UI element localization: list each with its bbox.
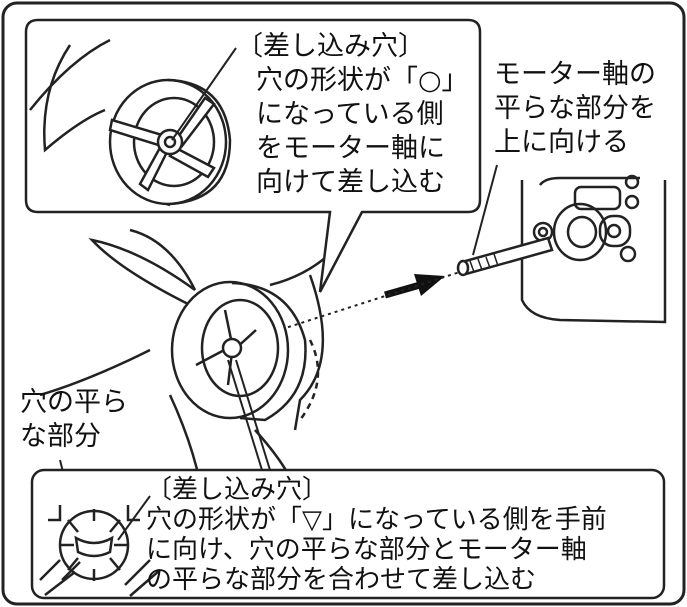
callout-right-line-3: 上に向ける [494, 127, 629, 158]
leader-line-bottom [227, 359, 263, 471]
callout-right-line-2: 平らな部分を [494, 93, 656, 124]
insert-direction-arrow [384, 274, 445, 299]
callout-bottom-line-3: の平らな部分を合わせて差し込む [146, 565, 537, 595]
callout-bottom-line-2: に向け、穴の平らな部分とモーター軸 [146, 535, 587, 565]
callout-right-line-1: モーター軸の [494, 59, 656, 90]
callout-top-line-3: をモーター軸に [256, 133, 445, 164]
fan-main [39, 214, 362, 516]
callout-top-line-1: 穴の形状が「○」 [256, 65, 469, 96]
leader-line-shaft [472, 164, 498, 256]
label-flat-line-1: 穴の平ら [20, 387, 128, 418]
fan-front-view [29, 38, 237, 207]
motor-bracket [520, 174, 667, 324]
motor-shaft [456, 236, 554, 277]
callout-top-heading: 〔差し込み穴〕 [236, 31, 425, 62]
callout-top-line-4: 向けて差し込む [256, 167, 445, 198]
callout-bottom-heading: 〔差し込み穴〕 [146, 475, 329, 505]
callout-bottom-line-1: 穴の形状が「▽」になっている側を手前 [146, 505, 607, 535]
callout-top-line-2: になっている側 [256, 99, 444, 130]
hub-detail [39, 495, 161, 597]
callout-bottom-box [30, 468, 666, 600]
label-flat-line-2: な部分 [20, 421, 101, 452]
